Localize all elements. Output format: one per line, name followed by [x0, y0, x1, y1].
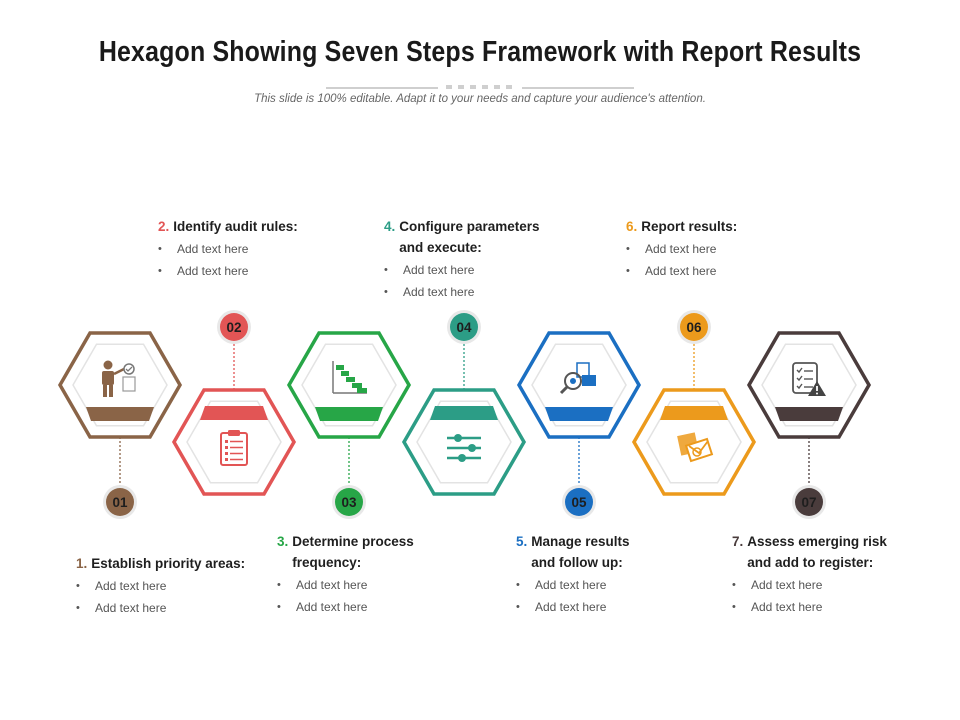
step-4-bullet: Add text here: [384, 260, 549, 282]
step-6-number: 6.: [626, 219, 638, 234]
step-6-heading: 6. Report results:: [626, 216, 801, 237]
step-4-badge-number: 04: [456, 320, 472, 335]
step-4-text: 4. Configure parameters and execute: Add…: [384, 216, 549, 303]
step-3-badge: 03: [332, 485, 366, 519]
step-5-node: [516, 331, 642, 502]
step-5-badge-number: 05: [571, 495, 587, 510]
step-7-badge: 07: [792, 485, 826, 519]
step-3-band: [315, 407, 383, 421]
step-7-text: 7. Assess emerging risk and add to regis…: [732, 531, 897, 618]
step-5-label: Manage results and follow up:: [531, 534, 630, 570]
step-7-bullet: Add text here: [732, 597, 897, 619]
step-3-node: [286, 331, 412, 502]
step-6-badge: 06: [677, 310, 711, 344]
step-4-band: [430, 406, 498, 420]
step-2-heading: 2. Identify audit rules:: [158, 216, 373, 237]
step-6-text: 6. Report results: Add text here Add tex…: [626, 216, 801, 282]
step-3-number: 3.: [277, 534, 289, 549]
step-1-bullet: Add text here: [76, 598, 291, 620]
gantt-chart-icon: [332, 361, 367, 394]
step-1-heading: 1. Establish priority areas:: [76, 553, 291, 574]
step-2-number: 2.: [158, 219, 170, 234]
clipboard-checklist-icon: [220, 430, 248, 466]
checklist-warning-icon: [792, 362, 826, 396]
step-6-bullet: Add text here: [626, 239, 801, 261]
step-6-bullets: Add text here Add text here: [626, 239, 801, 282]
step-3-bullet: Add text here: [277, 575, 420, 597]
step-2-bullet: Add text here: [158, 261, 373, 283]
step-2-bullets: Add text here Add text here: [158, 239, 373, 282]
step-4-bullets: Add text here Add text here: [384, 260, 549, 303]
step-7-label: Assess emerging risk and add to register…: [747, 534, 887, 570]
step-3-bullet: Add text here: [277, 597, 420, 619]
step-7-band: [775, 407, 843, 421]
step-4-node: [401, 327, 527, 496]
page-subtitle: This slide is 100% editable. Adapt it to…: [254, 93, 706, 105]
step-2-label: Identify audit rules:: [173, 219, 298, 234]
step-1-bullet: Add text here: [76, 576, 291, 598]
step-6-node: [631, 327, 757, 496]
step-3-badge-number: 03: [341, 495, 357, 510]
step-1-node: [57, 331, 183, 502]
step-2-node: [171, 327, 297, 496]
step-6-bullet: Add text here: [626, 261, 801, 283]
step-4-heading: 4. Configure parameters and execute:: [384, 216, 549, 258]
step-3-bullets: Add text here Add text here: [277, 575, 420, 618]
step-1-text: 1. Establish priority areas: Add text he…: [76, 553, 291, 619]
step-2-badge-number: 02: [226, 320, 241, 335]
step-7-node: [746, 331, 872, 502]
step-5-badge: 05: [562, 485, 596, 519]
step-6-badge-number: 06: [686, 320, 702, 335]
step-4-number: 4.: [384, 219, 396, 234]
report-envelope-icon: [677, 432, 714, 463]
step-5-bullet: Add text here: [516, 575, 641, 597]
step-7-bullets: Add text here Add text here: [732, 575, 897, 618]
step-1-band: [86, 407, 154, 421]
step-5-heading: 5. Manage results and follow up:: [516, 531, 641, 573]
magnifier-documents-icon: [559, 362, 596, 395]
step-2-bullet: Add text here: [158, 239, 373, 261]
sliders-icon: [447, 434, 481, 462]
step-2-badge: 02: [217, 310, 251, 344]
step-7-bullet: Add text here: [732, 575, 897, 597]
step-4-badge: 04: [447, 310, 481, 344]
step-4-label: Configure parameters and execute:: [399, 219, 540, 255]
step-5-bullet: Add text here: [516, 597, 641, 619]
step-5-text: 5. Manage results and follow up: Add tex…: [516, 531, 641, 618]
step-1-number: 1.: [76, 556, 88, 571]
step-1-label: Establish priority areas:: [91, 556, 246, 571]
step-5-bullets: Add text here Add text here: [516, 575, 641, 618]
step-4-bullet: Add text here: [384, 282, 549, 304]
step-1-badge: 01: [103, 485, 137, 519]
step-5-band: [545, 407, 613, 421]
step-3-heading: 3. Determine process frequency:: [277, 531, 420, 573]
page-title: Hexagon Showing Seven Steps Framework wi…: [98, 36, 862, 68]
step-6-band: [660, 406, 728, 420]
step-3-text: 3. Determine process frequency: Add text…: [277, 531, 420, 618]
step-6-label: Report results:: [641, 219, 738, 234]
title-divider: [326, 85, 634, 89]
step-5-number: 5.: [516, 534, 528, 549]
step-7-number: 7.: [732, 534, 744, 549]
step-1-badge-number: 01: [112, 495, 128, 510]
step-1-bullets: Add text here Add text here: [76, 576, 291, 619]
step-7-badge-number: 07: [801, 495, 816, 510]
step-2-text: 2. Identify audit rules: Add text here A…: [158, 216, 373, 282]
presenter-icon: [102, 360, 136, 397]
step-3-label: Determine process frequency:: [292, 534, 414, 570]
step-2-band: [200, 406, 268, 420]
step-7-heading: 7. Assess emerging risk and add to regis…: [732, 531, 897, 573]
